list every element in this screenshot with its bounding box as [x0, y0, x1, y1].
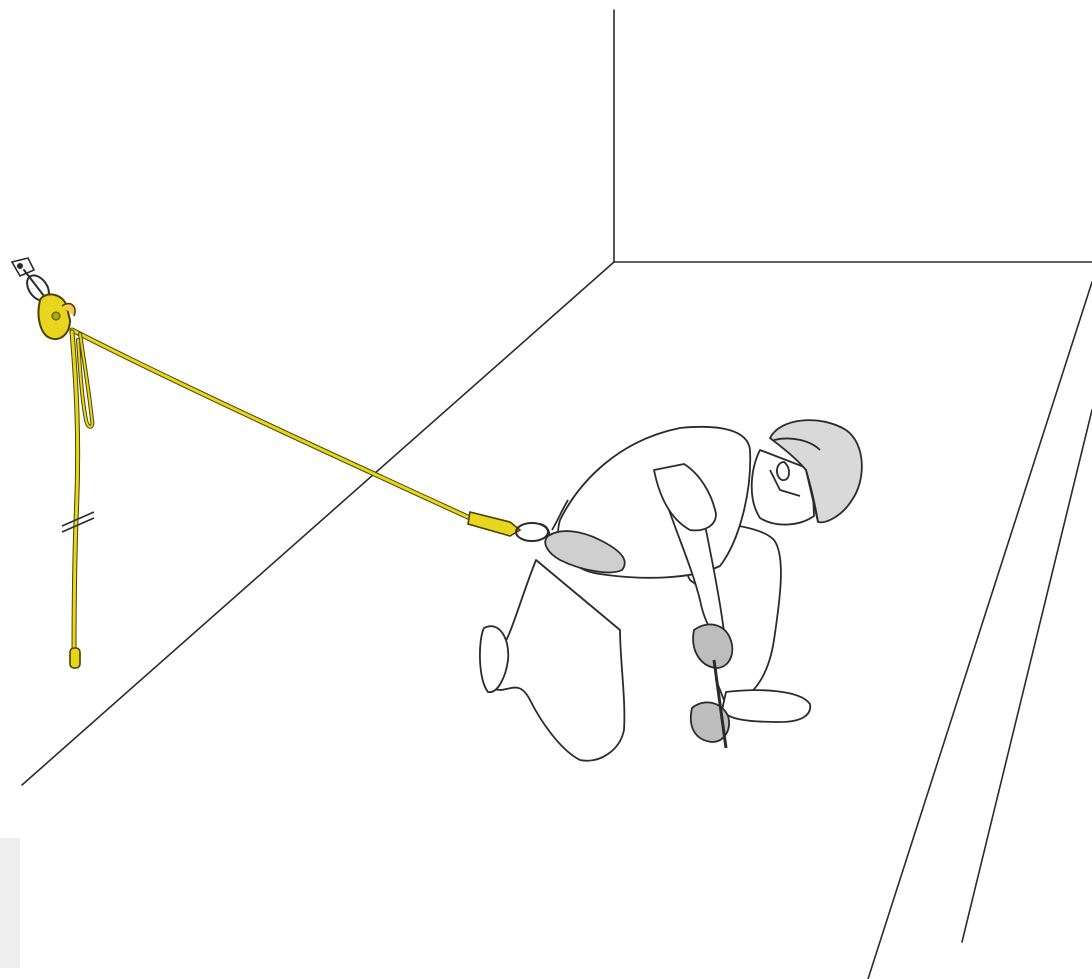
carabiner-icon — [516, 523, 549, 544]
roof-edge-right — [868, 282, 1092, 979]
worker — [480, 420, 862, 761]
ear — [777, 462, 789, 480]
corner-smudge — [0, 838, 20, 968]
lanyard-rope — [72, 330, 520, 536]
front-shoe — [722, 690, 810, 722]
rope-tail — [62, 332, 94, 668]
wall-corner — [614, 10, 1092, 262]
